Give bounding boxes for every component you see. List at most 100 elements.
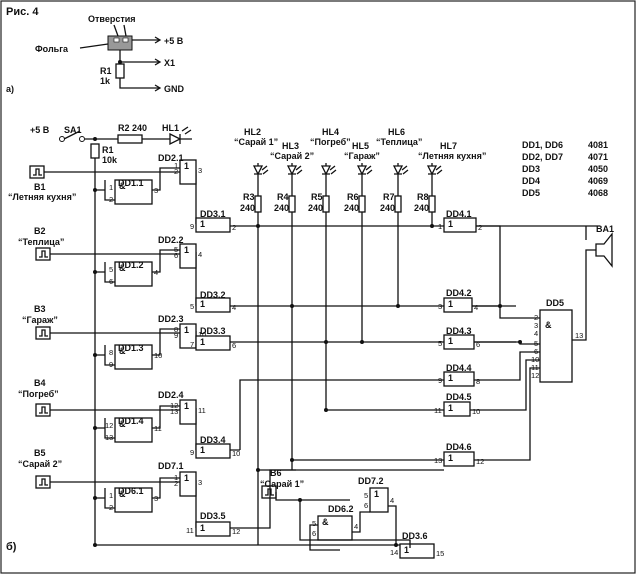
- r4-value: 240: [274, 203, 289, 213]
- dd5-output-pin: 13: [575, 331, 583, 340]
- pin-number: 3: [154, 186, 158, 195]
- junction-dot: [290, 304, 294, 308]
- resistor: [322, 195, 330, 213]
- hl7-id: HL7: [440, 141, 457, 151]
- junction-dot: [93, 543, 97, 547]
- led-7: [426, 165, 443, 213]
- pin-number: 4: [534, 329, 538, 338]
- pin-number: 11: [186, 526, 194, 535]
- junction-dot: [298, 498, 302, 502]
- gate-symbol: 1: [404, 545, 409, 555]
- gate-symbol: &: [119, 419, 126, 429]
- pin-number: 14: [390, 548, 398, 557]
- b3-id: B3: [34, 304, 46, 314]
- pin-number: 2: [174, 479, 178, 488]
- pin-number: 6: [174, 251, 178, 260]
- gate-symbol: 1: [200, 445, 205, 455]
- junction-dot: [93, 188, 97, 192]
- foil-label: Фольга: [35, 44, 69, 54]
- pin-number: 12: [170, 401, 178, 410]
- pin-number: 4: [474, 303, 478, 312]
- resistor: [358, 195, 366, 213]
- pin-number: 6: [364, 501, 368, 510]
- pin-number: 1: [109, 183, 113, 192]
- dd4-4-label: DD4.4: [446, 363, 472, 373]
- r1-value: 10k: [102, 155, 118, 165]
- resistor: [288, 195, 296, 213]
- dd3-5-label: DD3.5: [200, 511, 226, 521]
- pin-number: 4: [154, 268, 158, 277]
- legend-part-5: DD5: [522, 188, 540, 198]
- pin-number: 2: [109, 503, 113, 512]
- r2-label: R2 240: [118, 123, 147, 133]
- supply-label: +5 В: [30, 125, 50, 135]
- pin-number: 3: [438, 302, 442, 311]
- hl6-id: HL6: [388, 127, 405, 137]
- dd3-2-label: DD3.2: [200, 290, 226, 300]
- r5-value: 240: [308, 203, 323, 213]
- x1-label: X1: [164, 58, 175, 68]
- b6-logic-chain: [275, 492, 411, 551]
- hl3-id: HL3: [282, 141, 299, 151]
- pin-number: 4: [354, 522, 358, 531]
- dd1-4-label: DD1.4: [118, 416, 144, 426]
- r6-value: 240: [344, 203, 359, 213]
- r1a-label: R1: [100, 66, 112, 76]
- gate-symbol: &: [119, 489, 126, 499]
- pin-number: 2: [478, 223, 482, 232]
- pin-number: 5: [174, 245, 178, 254]
- b4-name: “Погреб”: [18, 389, 59, 399]
- pin-number: 13: [170, 407, 178, 416]
- touch-sensor-icon: [35, 403, 51, 417]
- pin-number: 12: [105, 421, 113, 430]
- junction-dot: [93, 426, 97, 430]
- touch-sensor-icon: [29, 165, 45, 179]
- r7-label: R7: [383, 192, 395, 202]
- pin-number: 3: [198, 478, 202, 487]
- touch-sensor-icon: [35, 247, 51, 261]
- led-3: [286, 165, 303, 213]
- hl2-name: “Сарай 1”: [234, 137, 278, 147]
- legend-part-1: DD1, DD6: [522, 140, 563, 150]
- gate-symbol: 1: [184, 401, 189, 411]
- dd7-1-label: DD7.1: [158, 461, 184, 471]
- r3-value: 240: [240, 203, 255, 213]
- pin-number: 2: [109, 195, 113, 204]
- dd4-1-label: DD4.1: [446, 209, 472, 219]
- dd1-2-gate: &564: [109, 261, 158, 287]
- hl3-name: “Сарай 2”: [270, 151, 314, 161]
- junction-dot: [394, 543, 398, 547]
- junction-dot: [396, 304, 400, 308]
- resistor: [394, 195, 402, 213]
- sensor-inputs: B1 “Летняя кухня” B2 “Теплица” B3 “Гараж…: [8, 165, 304, 499]
- junction-dot: [430, 224, 434, 228]
- part-a-label: а): [6, 84, 14, 94]
- gate-symbol: 1: [200, 337, 205, 347]
- dd2-2-label: DD2.2: [158, 235, 184, 245]
- gate-symbol: 1: [200, 299, 205, 309]
- r1-label: R1: [102, 145, 114, 155]
- b5-id: B5: [34, 448, 46, 458]
- dd3-6-label: DD3.6: [402, 531, 428, 541]
- ba1-label: BA1: [596, 224, 614, 234]
- gate-symbol: 1: [184, 161, 189, 171]
- hl2-id: HL2: [244, 127, 261, 137]
- junction-dot: [93, 496, 97, 500]
- pin-number: 9: [190, 448, 194, 457]
- dd4-2-label: DD4.2: [446, 288, 472, 298]
- legend-chip-2: 4071: [588, 152, 608, 162]
- speaker-ba1: BA1: [585, 224, 614, 268]
- b3-name: “Гараж”: [22, 315, 58, 325]
- hl4-name: “Погреб”: [310, 137, 351, 147]
